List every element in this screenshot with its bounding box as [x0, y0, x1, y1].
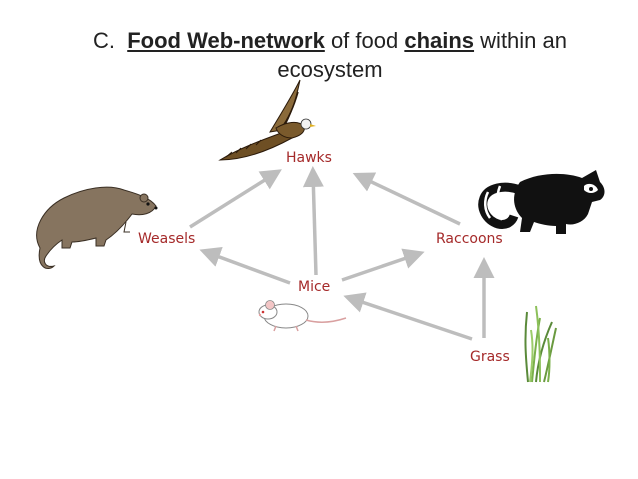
title-prefix: C.	[92, 28, 115, 53]
title-emph: chains	[404, 28, 475, 53]
slide-title: C. Food Web-network of food chains withi…	[40, 26, 620, 84]
raccoon-image	[478, 170, 605, 234]
arrow-raccoons-to-hawks	[352, 172, 461, 226]
title-term: Food Web-network	[127, 28, 325, 53]
title-suffix: within an ecosystem	[277, 28, 568, 82]
arrow-mice-to-hawks	[302, 166, 324, 276]
grass-image	[524, 305, 557, 383]
node-mice: Mice	[298, 279, 331, 295]
arrow-mice-to-weasels	[199, 246, 291, 285]
node-grass: Grass	[470, 349, 510, 365]
node-hawks: Hawks	[286, 150, 332, 166]
node-raccoons: Raccoons	[436, 231, 503, 247]
mouse-image	[258, 300, 347, 332]
node-weasels: Weasels	[138, 231, 196, 247]
title-middle: of food	[330, 28, 399, 53]
arrow-grass-to-mice	[343, 292, 473, 341]
arrow-mice-to-raccoons	[341, 248, 425, 282]
arrow-weasels-to-hawks	[189, 169, 282, 229]
weasel-image	[36, 186, 158, 270]
hawk-image	[218, 79, 316, 161]
